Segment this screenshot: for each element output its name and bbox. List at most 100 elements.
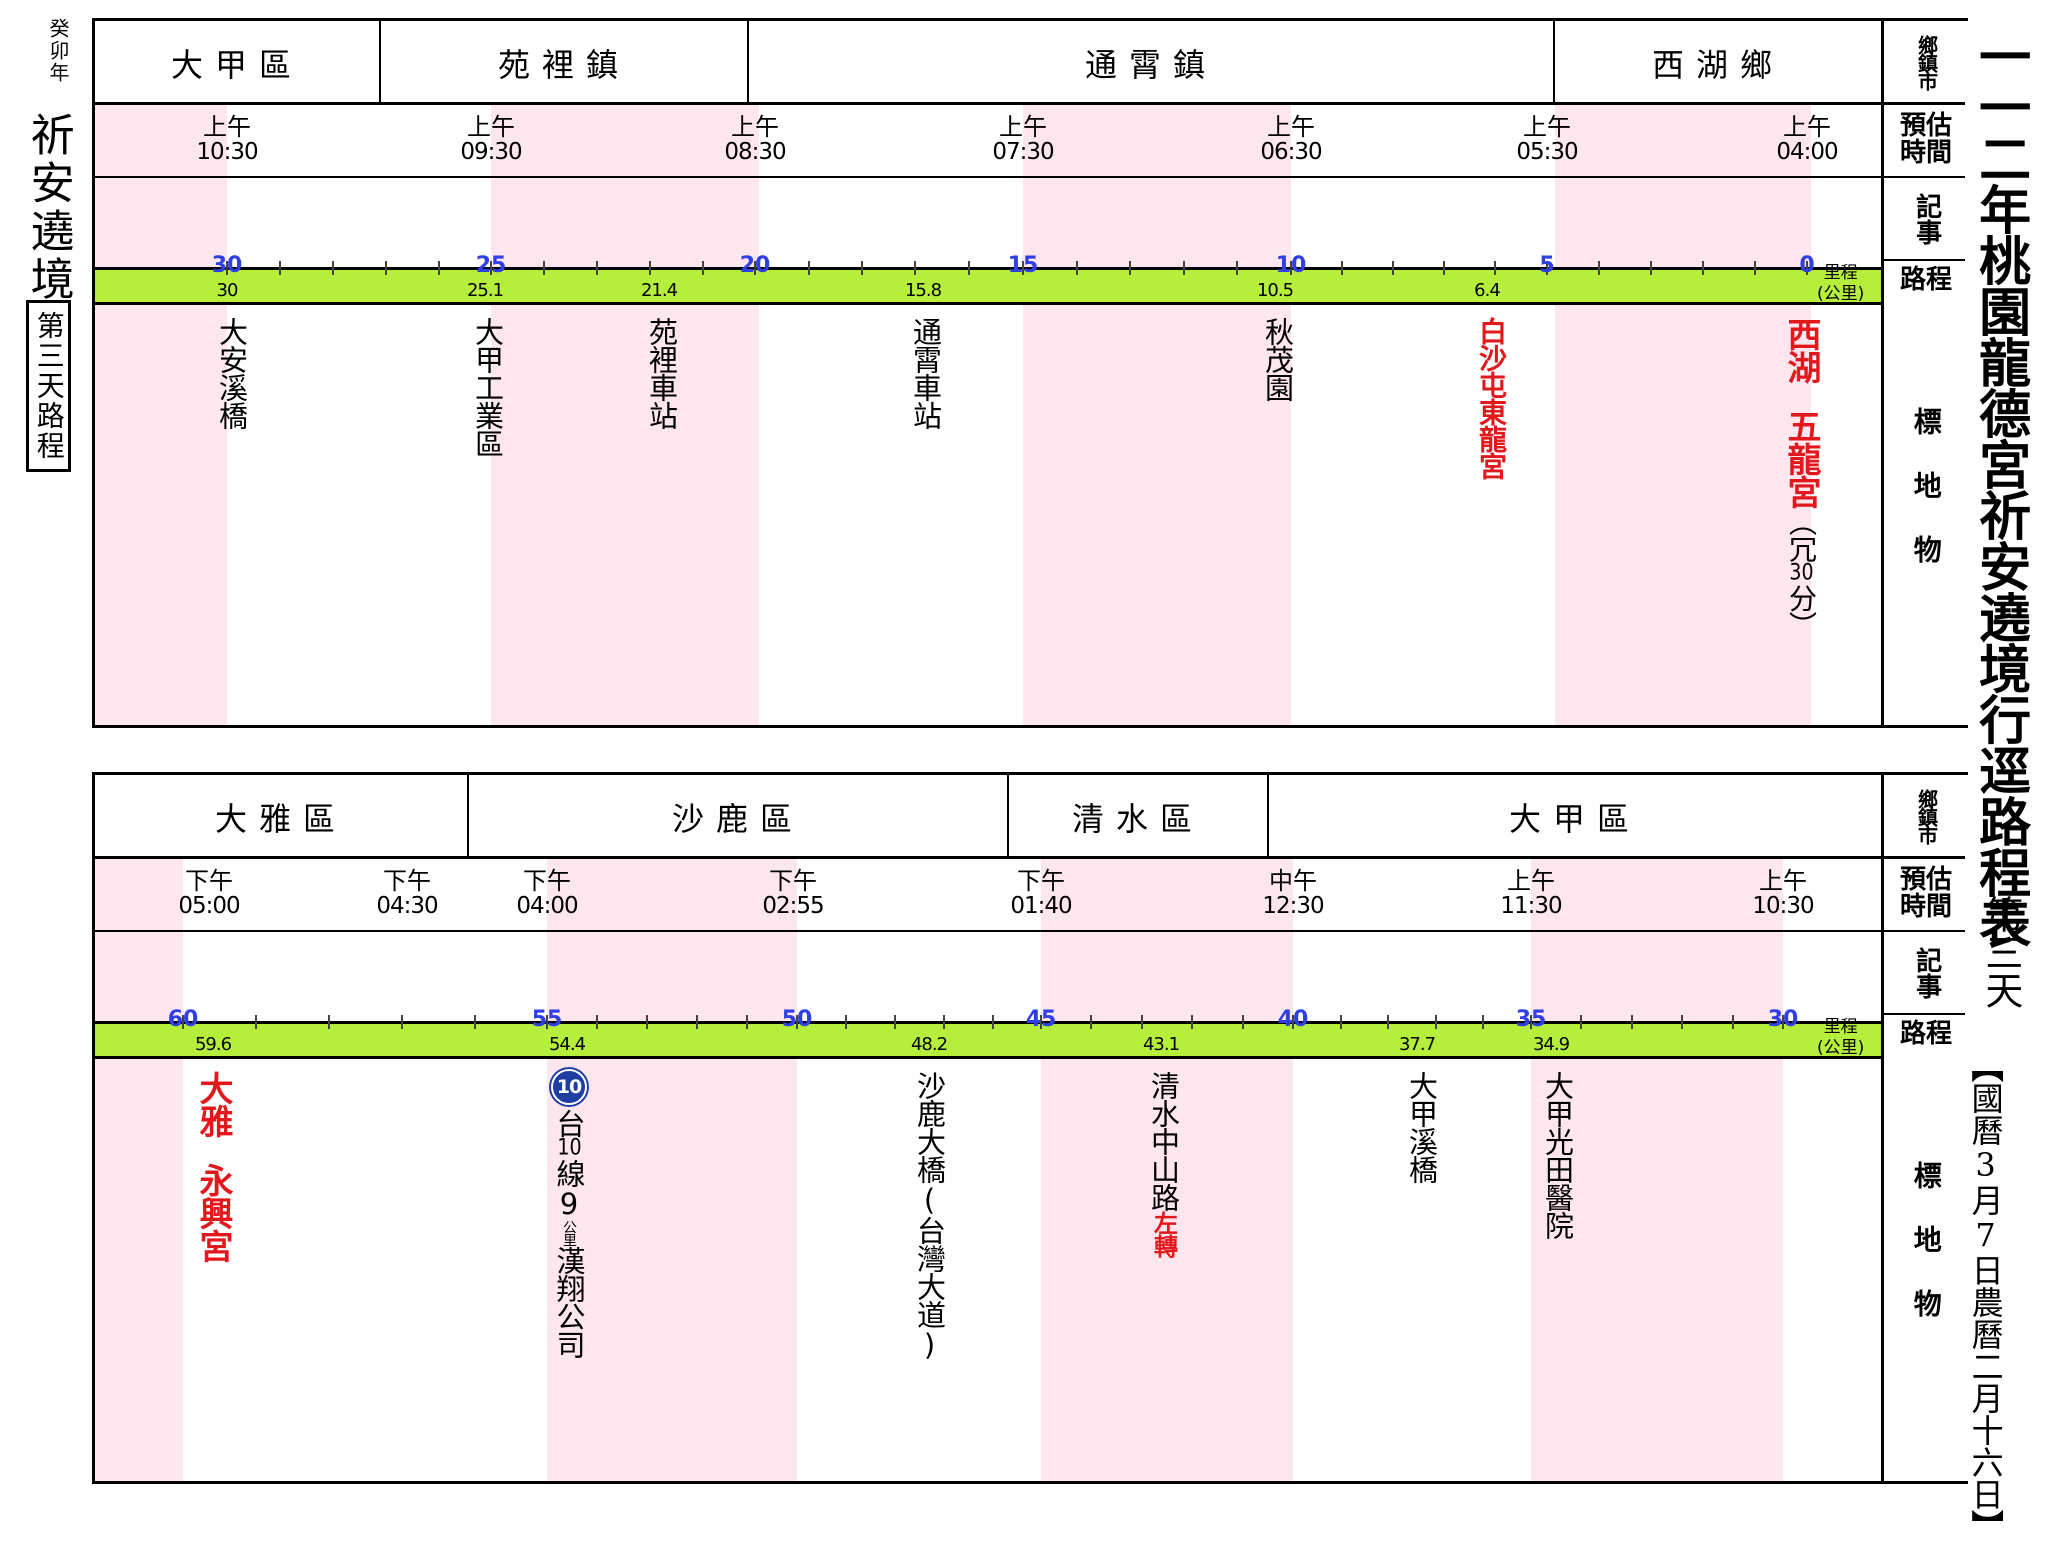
km-unit: 里程(公里) [1817, 1017, 1865, 1059]
landmark: 苑裡車站 [644, 317, 679, 429]
km-marker: 5 [1539, 253, 1555, 278]
km-unit: 里程(公里) [1817, 263, 1865, 305]
legend-column: 鄉鎮市 預估時間 記事 路程 標地物 [1881, 21, 1968, 725]
legend-notes: 記事 [1911, 193, 1942, 245]
legend-divider [1881, 259, 1965, 261]
legend-time: 預估時間 [1899, 864, 1952, 922]
legend-landmark: 標地物 [1909, 407, 1943, 599]
km-value: 10.5 [1256, 280, 1294, 301]
route-bar: 60 55 50 45 40 35 30 59.6 54.4 48.2 43.1… [95, 1007, 1881, 1059]
km-marker: 50 [781, 1007, 813, 1032]
km-value: 59.6 [194, 1034, 232, 1055]
legend-time: 預估時間 [1899, 110, 1952, 168]
year-label: 癸卯年 [46, 18, 70, 84]
time-band [1041, 859, 1293, 1481]
km-value: 34.9 [1532, 1034, 1570, 1055]
km-value: 6.4 [1474, 280, 1501, 301]
time-band [1023, 105, 1291, 725]
date-gregorian: 國曆3月7日 [1966, 1082, 2005, 1286]
legend-landmark: 標地物 [1909, 1161, 1943, 1353]
km-value: 21.4 [640, 280, 678, 301]
km-value: 30 [216, 280, 239, 301]
km-value: 48.2 [910, 1034, 948, 1055]
day-label: 第三天 [1978, 895, 2023, 1009]
landmark-temple: 西湖五龍宮（冗30分） [1781, 317, 1821, 638]
landmark: 大甲光田醫院 [1540, 1071, 1575, 1239]
km-marker: 10 [1275, 253, 1307, 278]
landmark: 清水中山路左轉 [1146, 1071, 1181, 1257]
legend-notes: 記事 [1911, 947, 1942, 999]
km-marker: 20 [739, 253, 771, 278]
landmark: 大甲工業區 [470, 317, 505, 457]
legend-town: 鄉鎮市 [1914, 789, 1939, 843]
km-marker: 0 [1799, 253, 1815, 278]
town-cell: 苑裡鎮 [381, 21, 749, 105]
town-cell: 沙鹿區 [469, 775, 1009, 859]
day-box: 第三天路程 [26, 300, 71, 472]
km-marker: 25 [475, 253, 507, 278]
row-divider [95, 930, 1965, 932]
time-band [1555, 105, 1811, 725]
town-row: 大甲區 苑裡鎮 通霄鎮 西湖鄉 [95, 21, 1881, 105]
time-band [1531, 859, 1783, 1481]
left-title: 祈安遶境 [22, 112, 74, 304]
legend-divider [1881, 1013, 1965, 1015]
time-band [95, 859, 183, 1481]
km-marker: 45 [1025, 1007, 1057, 1032]
km-marker: 35 [1515, 1007, 1547, 1032]
landmark-temple: 大雅永興宮 [193, 1071, 233, 1262]
km-marker: 55 [531, 1007, 563, 1032]
landmark: 通霄車站 [908, 317, 943, 429]
row-divider [95, 176, 1965, 178]
legend-column: 鄉鎮市 預估時間 記事 路程 標地物 [1881, 775, 1968, 1481]
km-value: 37.7 [1398, 1034, 1436, 1055]
km-value: 54.4 [548, 1034, 586, 1055]
km-marker: 30 [211, 253, 243, 278]
time-band [491, 105, 759, 725]
km-marker: 30 [1767, 1007, 1799, 1032]
landmark: 大甲溪橋 [1404, 1071, 1439, 1183]
date-lunar: 農曆二月十六日 [1966, 1286, 2005, 1510]
row-divider [95, 856, 1965, 859]
route-bar: 30 25 20 15 10 5 0 30 25.1 21.4 15.8 10.… [95, 253, 1881, 305]
row-divider [95, 102, 1965, 105]
km-value: 15.8 [904, 280, 942, 301]
town-row: 大雅區 沙鹿區 清水區 大甲區 [95, 775, 1881, 859]
date-block: 【國曆3月7日農曆二月十六日】 [1966, 1050, 2005, 1542]
bracket-close: 】 [1966, 1510, 2005, 1542]
bracket-open: 【 [1966, 1050, 2005, 1082]
route-10-icon: 10 [551, 1069, 587, 1105]
town-cell: 大甲區 [95, 21, 381, 105]
town-cell: 大甲區 [1508, 800, 1641, 838]
landmark: 10台10線9公里漢翔公司 [551, 1069, 587, 1358]
legend-route: 路程 [1899, 265, 1952, 296]
km-marker: 15 [1007, 253, 1039, 278]
town-cell: 清水區 [1009, 775, 1269, 859]
landmark: 沙鹿大橋(台灣大道) [912, 1071, 947, 1361]
town-cell: 大雅區 [95, 775, 469, 859]
landmark: 秋茂園 [1260, 317, 1295, 401]
legend-route: 路程 [1899, 1019, 1952, 1050]
km-value: 43.1 [1142, 1034, 1180, 1055]
page-title: 一一二年桃園龍德宮祈安遶境行逕路程表 [1969, 30, 2031, 948]
landmark: 大安溪橋 [214, 317, 249, 429]
legend-town: 鄉鎮市 [1914, 35, 1939, 89]
landmark-temple: 白沙屯東龍宮 [1475, 317, 1508, 479]
time-band [95, 105, 227, 725]
